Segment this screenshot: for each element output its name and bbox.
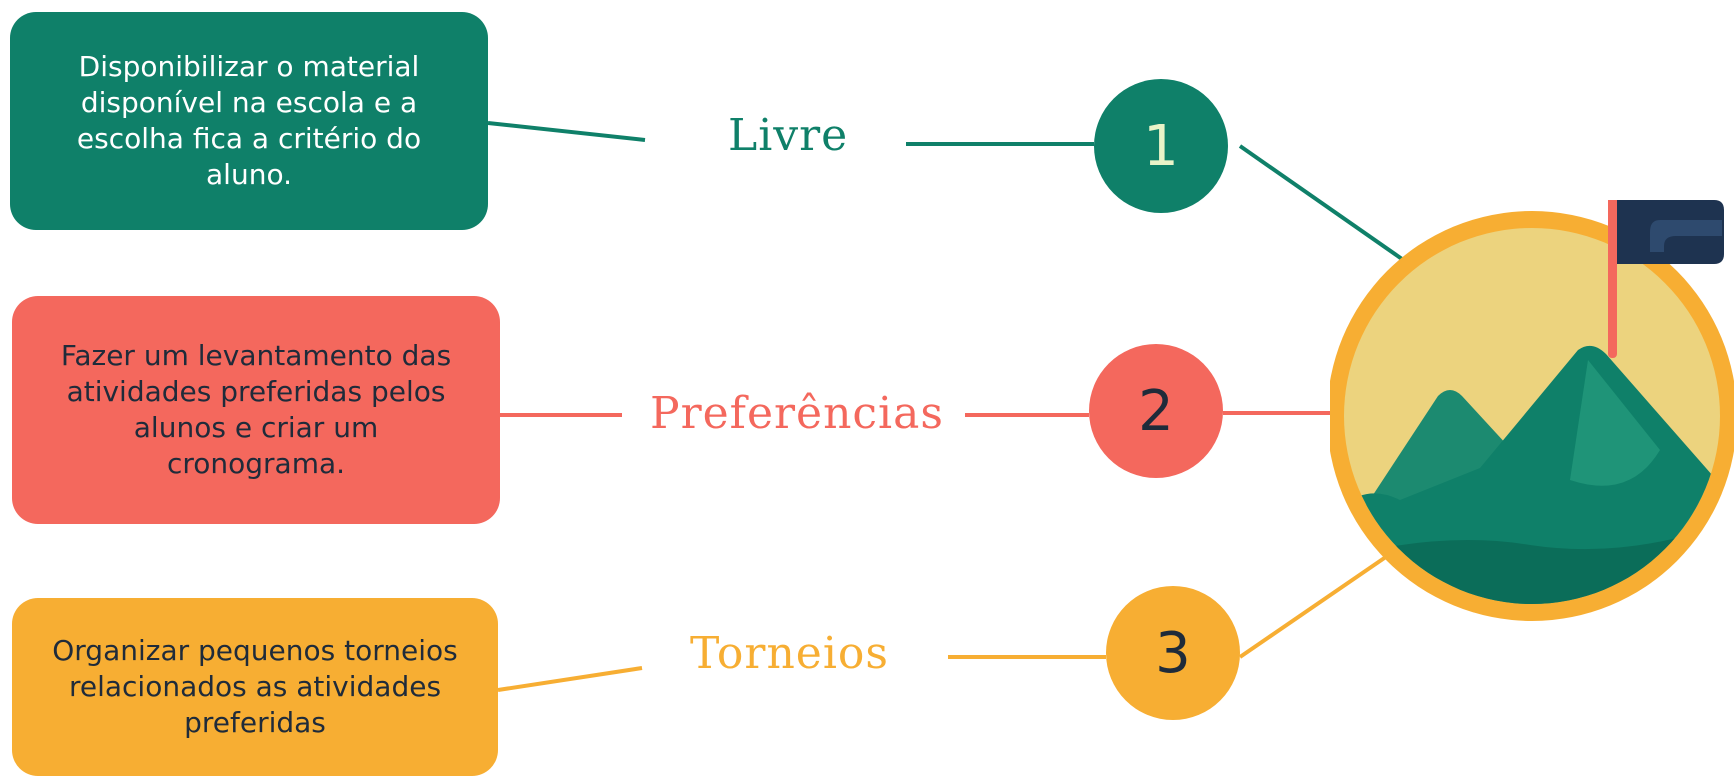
connector-circle-3 [1238,548,1398,659]
description-box-1: Disponibilizar o material disponível na … [10,12,488,230]
step-number-text-3: 3 [1155,620,1191,686]
step-number-1: 1 [1094,79,1228,213]
description-text-2: Fazer um levantamento das atividades pre… [60,339,452,480]
flag-wave [1650,220,1722,252]
description-text-3: Organizar pequenos torneios relacionados… [52,634,458,739]
connector-box-1 [487,121,646,142]
step-number-2: 2 [1089,344,1223,478]
step-number-3: 3 [1106,586,1240,720]
step-number-text-1: 1 [1143,113,1179,179]
connector-box-3 [497,666,643,692]
mountain-highlight [1570,360,1660,486]
flag-pole [1608,200,1617,358]
connector-circle-1 [1238,144,1414,268]
step-label-2: Preferências [650,388,944,439]
step-number-text-2: 2 [1138,378,1174,444]
description-text-1: Disponibilizar o material disponível na … [76,50,422,191]
description-box-2: Fazer um levantamento das atividades pre… [12,296,500,524]
description-box-3: Organizar pequenos torneios relacionados… [12,598,498,776]
step-label-1: Livre [728,110,849,161]
step-label-3: Torneios [690,628,889,679]
mountain-flag-icon [1330,200,1734,621]
